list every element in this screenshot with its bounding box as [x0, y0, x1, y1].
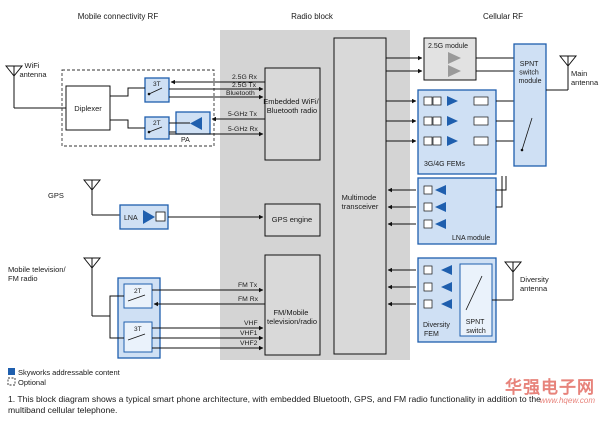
- section-title-cellular-rf: Cellular RF: [483, 12, 523, 21]
- spnt-diversity-switch: [459, 263, 493, 337]
- main-antenna-label: Main antenna: [571, 69, 599, 87]
- gps-engine-box: [264, 203, 321, 237]
- fem-row-2: [423, 116, 489, 126]
- multimode-transceiver-box: [333, 37, 387, 355]
- lna-module-row-2: [423, 202, 446, 212]
- watermark-url: www.hqew.com: [539, 396, 595, 405]
- signal-25g-tx: 2.5G Tx: [232, 82, 257, 89]
- module-25g-amp-1: [448, 52, 461, 64]
- tv-fm-antenna-label: Mobile television/ FM radio: [8, 265, 68, 283]
- main-antenna-icon: [546, 55, 578, 91]
- figure-caption: 1. This block diagram shows a typical sm…: [8, 394, 541, 415]
- legend-optional-swatch: [7, 377, 16, 386]
- transceiver-label: Multimode transceiver: [342, 193, 379, 211]
- fems-label: 3G/4G FEMs: [424, 161, 465, 168]
- section-title-mobile-connectivity: Mobile connectivity RF: [78, 12, 159, 21]
- embedded-radio-label: Embedded WiFi/ Bluetooth radio: [263, 97, 321, 115]
- pa-label: PA: [181, 137, 190, 144]
- tv-fm-antenna-icon: [82, 257, 102, 316]
- diplexer-box: [65, 85, 111, 131]
- diversity-antenna-icon: [492, 261, 523, 301]
- optional-dashed-region: [61, 69, 215, 147]
- wifi-3t-label: 3T: [153, 81, 161, 88]
- signal-bluetooth: Bluetooth: [226, 90, 255, 97]
- signal-fm-rx: FM Rx: [238, 296, 259, 303]
- watermark-main-text: 华强电子网: [505, 378, 595, 397]
- signal-25g-rx: 2.5G Rx: [232, 74, 258, 81]
- legend-optional-label: Optional: [18, 378, 46, 387]
- signal-vhf1: VHF1: [240, 330, 258, 337]
- section-title-radio-block: Radio block: [291, 12, 334, 21]
- diversity-antenna-label: Diversity antenna: [520, 275, 551, 293]
- signal-fm-tx: FM Tx: [238, 282, 258, 289]
- module-25g-label: 2.5G module: [428, 43, 468, 50]
- embedded-wifi-bluetooth-box: [264, 67, 321, 161]
- wifi-2t-label: 2T: [153, 120, 161, 127]
- signal-5ghz-rx: 5-GHz Rx: [228, 126, 258, 133]
- fem-row-1: [423, 96, 489, 106]
- watermark-logo: 华强电子网 www.hqew.com: [470, 373, 595, 405]
- spnt-diversity-label: SPNT switch: [466, 319, 487, 335]
- diversity-row-1: [423, 265, 452, 275]
- wifi-antenna-icon: [4, 65, 66, 109]
- gps-antenna-label: GPS: [48, 191, 64, 200]
- fem-row-3: [423, 136, 489, 146]
- signal-5ghz-tx: 5-GHz Tx: [228, 111, 258, 118]
- signal-vhf: VHF: [244, 320, 258, 327]
- wifi-antenna-label: WiFi antenna: [19, 61, 47, 79]
- fm-tv-radio-box: [264, 254, 321, 356]
- legend-skyworks-label: Skyworks addressable content: [18, 368, 121, 377]
- fm-tv-radio-label: FM/Mobile television/radio: [267, 308, 317, 326]
- diplexer-label: Diplexer: [74, 104, 102, 113]
- module-25g-amp-2: [448, 65, 461, 77]
- diversity-fem-label: Diversity FEM: [423, 322, 452, 338]
- spnt-main-label: SPNT switch module: [519, 61, 542, 85]
- diversity-row-2: [423, 282, 452, 292]
- legend-skyworks-swatch: [8, 368, 15, 375]
- tv-fm-3t-switch: [123, 321, 153, 353]
- diversity-row-3: [423, 299, 452, 309]
- signal-vhf2: VHF2: [240, 340, 258, 347]
- spnt-switch-module: [513, 43, 547, 167]
- gps-lna-label: LNA: [124, 215, 138, 222]
- tv-fm-3t-label: 3T: [134, 326, 142, 333]
- tv-fm-2t-label: 2T: [134, 288, 142, 295]
- gps-engine-label: GPS engine: [272, 215, 312, 224]
- lna-module-label: LNA module: [452, 235, 490, 242]
- lna-module-row-3: [423, 219, 446, 229]
- gps-lna: [119, 204, 169, 230]
- lna-module-row-1: [423, 185, 446, 195]
- gps-antenna-icon: [82, 179, 120, 216]
